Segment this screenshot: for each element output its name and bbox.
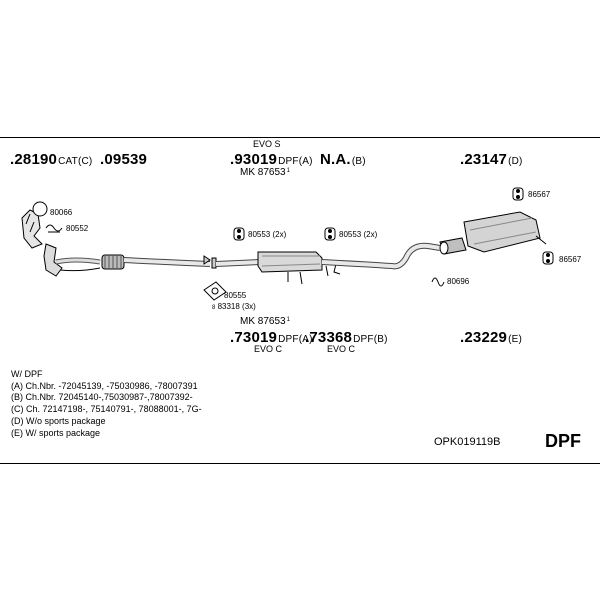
label-83318-text: 83318 (3x) [217,302,256,311]
part-23229: .23229(E) [460,330,522,345]
label-80553a: 80553 (2x) [248,230,287,239]
dpf-unit-drawing [257,251,323,285]
mk-number: 87653 [257,316,286,327]
note-line: (C) Ch. 72147198-, 75140791-, 78088001-,… [11,404,202,415]
part-28190: .28190CAT(C) [10,152,92,167]
pipe-clamp [203,255,217,269]
part-number: .09539 [100,151,148,168]
part-number: N.A. [320,151,351,168]
part-suffix: CAT(C) [58,156,93,167]
evo-c-label-2: EVO C [327,344,356,354]
part-09539: .09539 [100,152,147,167]
hanger-80552 [45,224,63,233]
label-80696: 80696 [447,277,470,286]
mk-sup: 1 [286,168,290,174]
note-line: (B) Ch.Nbr. 72045140-,75030987-,78007392… [11,392,193,403]
bottom-border [0,463,600,464]
part-number: .23229 [460,329,508,346]
evo-c-label-1: EVO C [254,344,283,354]
note-line: W/ DPF [11,369,43,379]
reference-code: OPK019119B [434,436,501,448]
part-suffix: (B) [351,156,366,167]
gasket-80555 [203,281,227,301]
label-80552: 80552 [66,224,89,233]
note-line: (E) W/ sports package [11,427,101,438]
mk-prefix: MK [240,316,255,327]
front-pipe-fill [123,258,211,266]
rear-muffler-drawing [439,211,547,255]
top-border [0,137,600,138]
mk-sup: 1 [286,317,290,323]
part-73368: .73368DPF(B) [305,330,388,345]
evo-s-label: EVO S [253,139,281,149]
part-na: N.A.(B) [320,152,366,167]
part-suffix: DPF(B) [353,334,388,345]
part-number: .93019 [230,151,278,168]
hanger-80553a [233,227,245,241]
hanger-80066 [32,201,48,217]
mid-pipe-fill [215,260,261,266]
part-number: .73019 [230,329,278,346]
part-93019: .93019DPF(A) [230,152,313,167]
label-86567b: 86567 [559,255,582,264]
label-80066: 80066 [50,208,73,217]
label-83318-prefix: 8 [212,305,216,311]
mk-kit-top: MK 876531 [240,168,290,178]
mk-kit-bottom: MK 876531 [240,317,290,327]
part-73019: .73019DPF(A) [230,330,313,345]
part-suffix: DPF(A) [278,156,313,167]
part-number: .73368 [305,329,353,346]
label-80553b: 80553 (2x) [339,230,378,239]
flex-pipe-drawing [101,254,125,270]
part-number: .28190 [10,151,58,168]
rear-pipe-fill [321,243,441,269]
part-suffix: (E) [508,334,523,345]
label-86567a: 86567 [528,190,551,199]
mk-number: 87653 [257,167,286,178]
part-23147: .23147(D) [460,152,523,167]
note-line: (A) Ch.Nbr. -72045139, -75030986, -78007… [11,380,198,391]
hanger-86567a [512,187,524,201]
dpf-badge: DPF [545,431,581,451]
label-83318: 8 83318 (3x) [212,302,256,312]
notes-list: W/ DPF (A) Ch.Nbr. -72045139, -75030986,… [11,369,202,439]
hanger-80553b [324,227,336,241]
note-line: (D) W/o sports package [11,415,106,426]
mk-prefix: MK [240,167,255,178]
label-80555: 80555 [224,291,247,300]
part-number: .23147 [460,151,508,168]
part-suffix: (D) [508,156,523,167]
catalyst-manifold-drawing [21,209,101,277]
hanger-80696 [431,277,445,287]
hanger-86567b [542,251,554,265]
part-suffix: DPF(A) [278,334,313,345]
